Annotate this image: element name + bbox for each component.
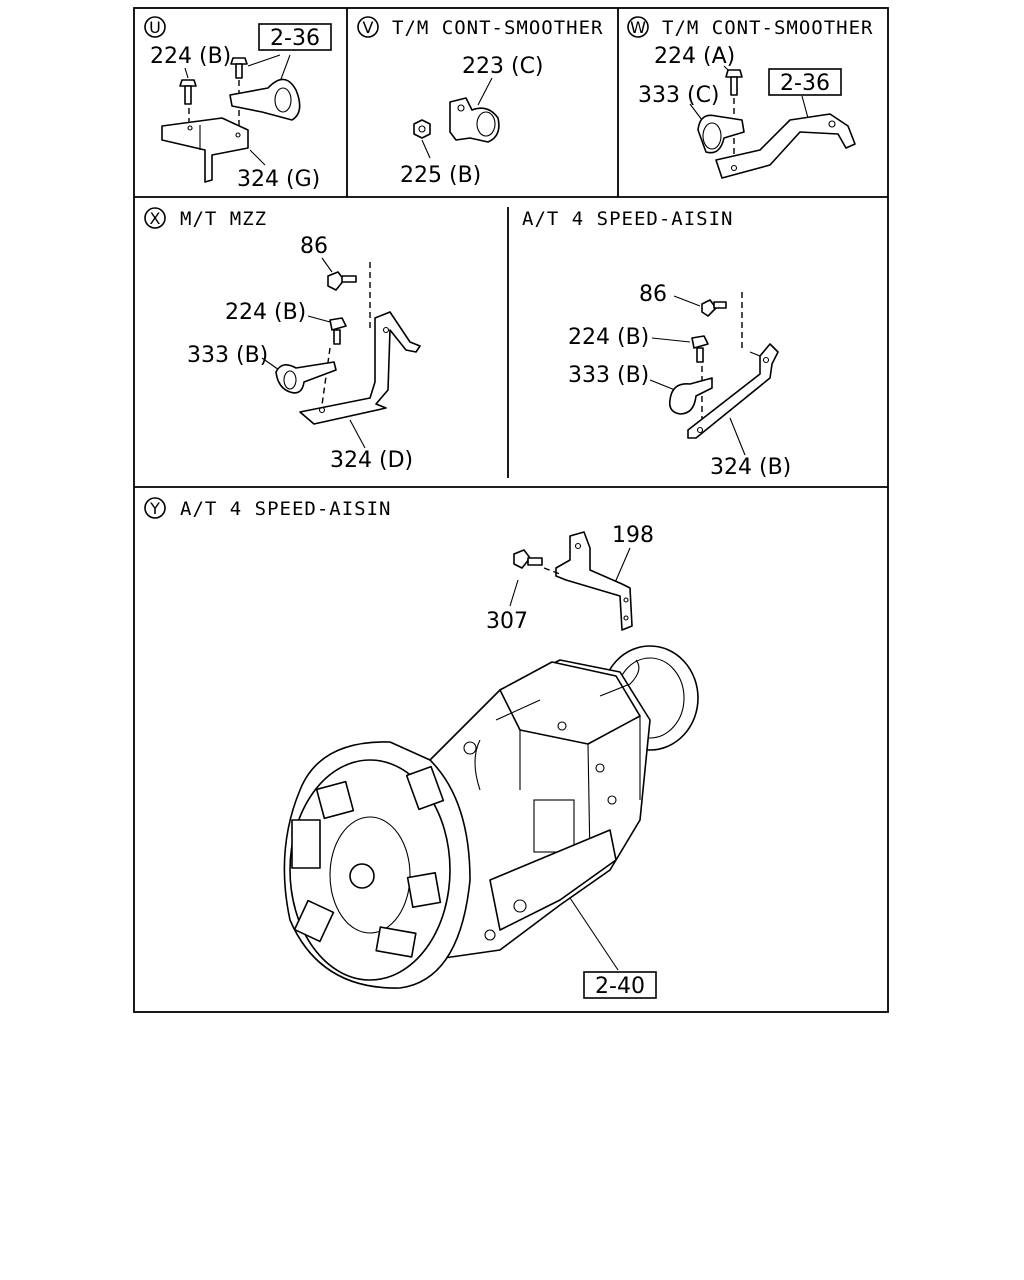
panel-w-label-bolt: 224 (A) [654,44,735,69]
panel-v: V T/M CONT-SMOOTHER 223 (C) 225 (B) [357,16,603,188]
panel-u-marker [144,16,166,38]
panel-u-ref-box [258,23,332,51]
bolt-icon [701,299,727,317]
panel-v-marker [357,16,379,38]
panel-x2-label-bracket: 324 (B) [710,455,791,480]
clamp-icon [668,377,713,415]
panel-u-label-ref: 2-36 [270,26,320,51]
bracket-icon [687,343,779,439]
panel-u: U 224 (B) 2-36 324 (G) [144,16,332,192]
panel-w-ref-box [768,68,842,96]
bolt-icon [513,549,543,569]
panel-w-title: T/M CONT-SMOOTHER [662,17,873,39]
panel-x-letter: X [150,209,161,228]
bracket-icon [715,113,856,179]
bolt-icon [179,79,197,105]
panel-y-label-bolt: 307 [486,609,528,634]
panel-x2-title: A/T 4 SPEED-AISIN [522,208,733,230]
panel-x2: A/T 4 SPEED-AISIN 86 224 (B) 333 (B) 324… [522,208,791,480]
panel-x-marker [144,207,166,229]
panel-u-label-bracket: 324 (G) [237,167,320,192]
bolt-icon [725,69,743,96]
panel-w-letter: W [630,18,646,37]
panel-y-ref-box [583,971,657,999]
panel-y-letter: Y [149,499,160,518]
panel-x-label-86: 86 [300,234,328,259]
nut-icon [413,119,431,139]
panel-u-label-bolt: 224 (B) [150,44,231,69]
panel-x-label-bolt: 224 (B) [225,300,306,325]
panel-w-label-ref: 2-36 [780,71,830,96]
panel-y-label-ref: 2-40 [595,974,645,999]
clamp-icon [449,97,500,143]
panel-x-label-clamp: 333 (B) [187,343,268,368]
panel-y: Y A/T 4 SPEED-AISIN 198 307 2-40 [144,497,699,999]
panel-y-marker [144,497,166,519]
bracket-icon [161,117,249,183]
panel-x-label-bracket: 324 (D) [330,448,413,473]
panel-x: X M/T MZZ 86 224 (B) 333 (B) 324 (D) [144,207,421,473]
diagram-frame [133,7,889,1013]
bracket-icon [299,311,421,425]
panel-x2-label-86: 86 [639,282,667,307]
panel-w-marker [627,16,649,38]
bracket-icon [555,531,633,631]
panel-x-title: M/T MZZ [180,208,267,230]
panel-u-letter: U [149,18,161,37]
clamp-icon [275,361,337,394]
panel-v-letter: V [363,18,374,37]
bolt-icon [327,271,357,291]
panel-w-label-clamp: 333 (C) [638,83,720,108]
panel-x2-label-bolt: 224 (B) [568,325,649,350]
panel-x2-label-clamp: 333 (B) [568,363,649,388]
panel-v-label-clamp: 223 (C) [462,54,544,79]
panel-y-title: A/T 4 SPEED-AISIN [180,498,391,520]
bolt-icon [230,57,248,79]
transmission-icon [283,645,699,989]
bolt-icon [329,317,347,345]
panel-v-label-nut: 225 (B) [400,163,481,188]
panel-w: W T/M CONT-SMOOTHER 224 (A) 333 (C) 2-36 [627,16,873,179]
bolt-icon [691,335,709,363]
panel-v-title: T/M CONT-SMOOTHER [392,17,603,39]
clamp-icon [229,78,301,121]
panel-y-label-bracket: 198 [612,523,654,548]
